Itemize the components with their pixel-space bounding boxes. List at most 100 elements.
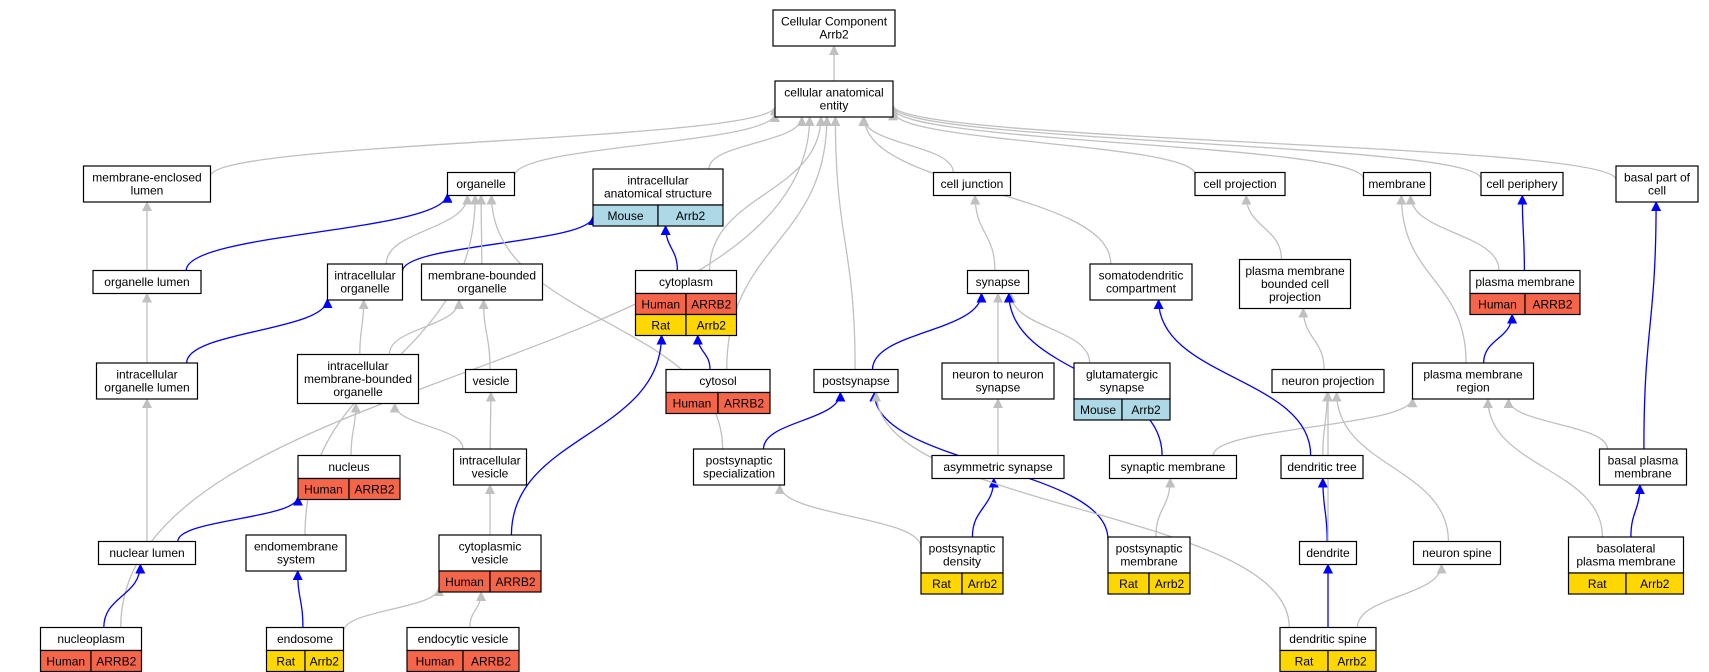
node-mborg-label: organelle <box>457 282 507 296</box>
node-synapse-label-box <box>966 269 1030 295</box>
node-celljunction[interactable]: cell junction <box>932 171 1012 197</box>
node-dendrite[interactable]: dendrite <box>1298 540 1358 566</box>
node-psspec-label-box <box>692 448 786 486</box>
node-dendspine-gene: Arrb2 <box>1337 655 1367 669</box>
node-psdens-label: postsynaptic <box>929 542 996 556</box>
node-cellproj[interactable]: cell projection <box>1194 171 1286 197</box>
node-icorg-label-box <box>326 263 404 301</box>
node-psdens-gene: Arrb2 <box>968 577 998 591</box>
node-cytoplasm-species: Human <box>641 298 680 312</box>
node-glut-gene: Arrb2 <box>1131 403 1161 417</box>
node-dendtree[interactable]: dendritic tree <box>1280 454 1364 480</box>
node-neuronproj[interactable]: neuron projection <box>1271 368 1385 394</box>
node-psdens-label-box <box>920 536 1004 574</box>
edge-psdens-isa-psspec <box>774 484 922 548</box>
node-psdens-gene-cell <box>961 572 1004 595</box>
node-cytosol-species: Human <box>673 397 712 411</box>
node-psmem-species: Rat <box>1119 577 1138 591</box>
node-cellperiph[interactable]: cell periphery <box>1480 171 1564 197</box>
node-synapse[interactable]: synapse <box>966 269 1030 295</box>
node-vesicle[interactable]: vesicle <box>464 368 518 394</box>
node-icorg-label: intracellular <box>334 269 395 283</box>
node-celljunction-label-box <box>932 171 1012 197</box>
node-nucleoplasm-gene: ARRB2 <box>96 655 136 669</box>
node-dendrite-label: dendrite <box>1306 546 1350 560</box>
node-neuronspine[interactable]: neuron spine <box>1412 540 1502 566</box>
node-icorglumen-label: intracellular <box>116 368 177 382</box>
node-organelle[interactable]: organelle <box>446 171 516 197</box>
node-asym-label-box <box>931 454 1065 480</box>
node-basolat-species: Rat <box>1588 577 1607 591</box>
node-psdens-species: Rat <box>932 577 951 591</box>
edge-pm-isa-membrane <box>1405 194 1500 271</box>
node-asym-label: asymmetric synapse <box>943 460 1053 474</box>
node-basolat-label: plasma membrane <box>1576 555 1676 569</box>
node-synmem-label: synaptic membrane <box>1121 460 1226 474</box>
node-mel-label-box <box>82 165 212 203</box>
node-n2n-label: neuron to neuron <box>952 368 1043 382</box>
edge-cytoplasm-isa-cae <box>708 116 826 271</box>
node-cytoves-label: cytoplasmic <box>459 540 522 554</box>
node-nuclumen-label-box <box>97 540 197 566</box>
node-ias-species: Mouse <box>607 209 643 223</box>
node-basolat-label: basolateral <box>1597 542 1656 556</box>
node-cytoves-gene: ARRB2 <box>495 575 535 589</box>
node-psmem-gene: Arrb2 <box>1155 577 1185 591</box>
edge-membrane-isa-cae <box>888 106 1365 180</box>
node-somato-label: compartment <box>1106 282 1177 296</box>
node-synmem[interactable]: synaptic membrane <box>1108 454 1238 480</box>
edge-icves-isa-vesicle <box>485 391 496 450</box>
edge-dendspine-isa-postsynapse <box>871 391 1290 628</box>
node-psmem-label: postsynaptic <box>1116 542 1183 556</box>
node-postsynapse[interactable]: postsynapse <box>813 368 899 394</box>
node-pmbcp-label: bounded cell <box>1261 277 1329 291</box>
node-pmbcp-label-box <box>1238 258 1352 310</box>
node-cellproj-label: cell projection <box>1203 177 1276 191</box>
node-nuclumen[interactable]: nuclear lumen <box>97 540 197 566</box>
node-postsynapse-label-box <box>813 368 899 394</box>
node-basalpm-label: basal plasma <box>1608 454 1679 468</box>
node-ias-gene-cell <box>657 204 724 227</box>
edge-cellperiph-isa-cae <box>888 105 1482 180</box>
node-cytoplasm-gene-cell <box>685 313 738 337</box>
node-organelle-label: organelle <box>456 177 506 191</box>
edge-psmem-isa-synmem <box>1155 477 1176 538</box>
node-nucleoplasm-label: nucleoplasm <box>57 632 124 646</box>
node-asym[interactable]: asymmetric synapse <box>931 454 1065 480</box>
node-cytoplasm-label: cytoplasm <box>659 275 713 289</box>
node-membrane[interactable]: membrane <box>1362 171 1432 197</box>
node-endosome-label: endosome <box>277 632 333 646</box>
node-orglumen[interactable]: organelle lumen <box>92 269 202 295</box>
edge-endosome-isa-cytoves <box>342 586 444 632</box>
